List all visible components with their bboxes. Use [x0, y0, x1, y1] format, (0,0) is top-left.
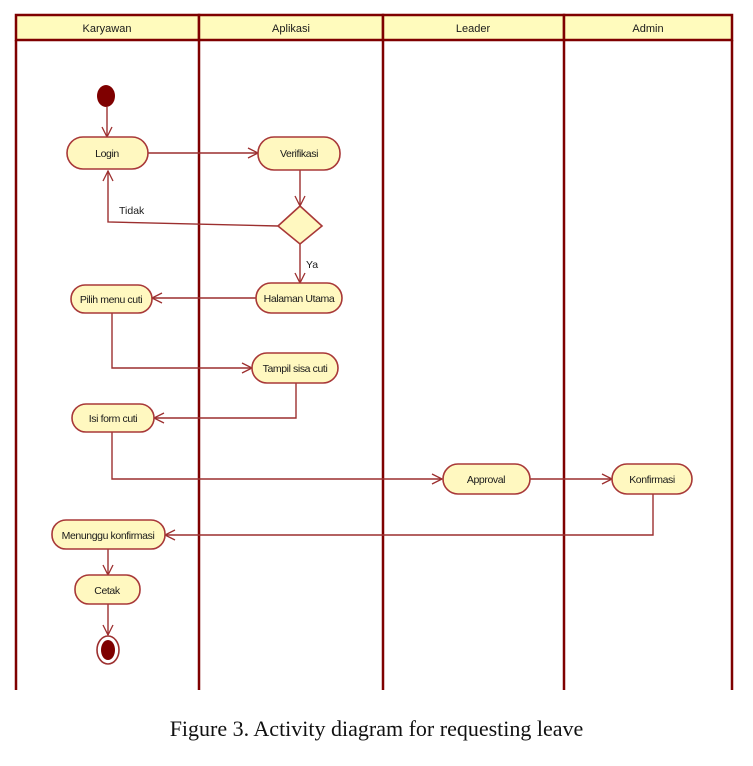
action-pilih-menu-cuti: Pilih menu cuti	[70, 284, 153, 314]
decision-node	[276, 204, 324, 246]
lane-header-admin	[562, 13, 734, 42]
action-label: Verifikasi	[280, 148, 318, 160]
action-isi-form-cuti: Isi form cuti	[71, 403, 155, 433]
action-tampil-sisa-cuti: Tampil sisa cuti	[251, 352, 339, 384]
lane-header-karyawan	[14, 13, 201, 42]
lane-header-aplikasi	[197, 13, 385, 42]
action-approval: Approval	[442, 463, 531, 495]
final-node	[96, 635, 120, 665]
figure-caption: Figure 3. Activity diagram for requestin…	[169, 716, 584, 741]
lane-header-leader	[381, 13, 566, 42]
lane-title-leader: Leader	[456, 23, 491, 35]
action-label: Menunggu konfirmasi	[62, 530, 155, 542]
action-label: Approval	[467, 474, 505, 486]
action-konfirmasi: Konfirmasi	[611, 463, 693, 495]
lane-title-aplikasi: Aplikasi	[272, 23, 310, 35]
action-label: Konfirmasi	[629, 474, 675, 486]
edge-tampil-sisa-isi-form	[154, 383, 297, 418]
guard-tidak: Tidak	[119, 205, 145, 217]
lane-title-admin: Admin	[632, 23, 663, 35]
action-login: Login	[66, 136, 149, 170]
action-label: Cetak	[94, 585, 121, 597]
action-verifikasi: Verifikasi	[257, 136, 341, 171]
action-label: Tampil sisa cuti	[263, 363, 328, 375]
swimlanes: Karyawan Aplikasi Leader Admin	[14, 13, 734, 690]
edge-decision-login	[108, 171, 279, 227]
action-cetak: Cetak	[74, 574, 141, 605]
activity-diagram: Karyawan Aplikasi Leader Admin Tidak Ya …	[14, 13, 734, 690]
guard-ya: Ya	[306, 259, 318, 271]
edge-pilih-menu-tampil-sisa	[111, 312, 252, 368]
edges	[107, 107, 654, 635]
action-label: Login	[95, 148, 119, 160]
action-menunggu-konfirmasi: Menunggu konfirmasi	[51, 519, 166, 550]
action-label: Halaman Utama	[264, 293, 335, 305]
edge-isi-form-approval	[111, 432, 442, 479]
edge-konfirmasi-menunggu	[165, 494, 654, 535]
action-halaman-utama: Halaman Utama	[255, 282, 343, 314]
lane-title-karyawan: Karyawan	[83, 23, 132, 35]
action-label: Pilih menu cuti	[80, 294, 142, 306]
initial-node	[97, 85, 115, 107]
action-label: Isi form cuti	[89, 413, 138, 425]
